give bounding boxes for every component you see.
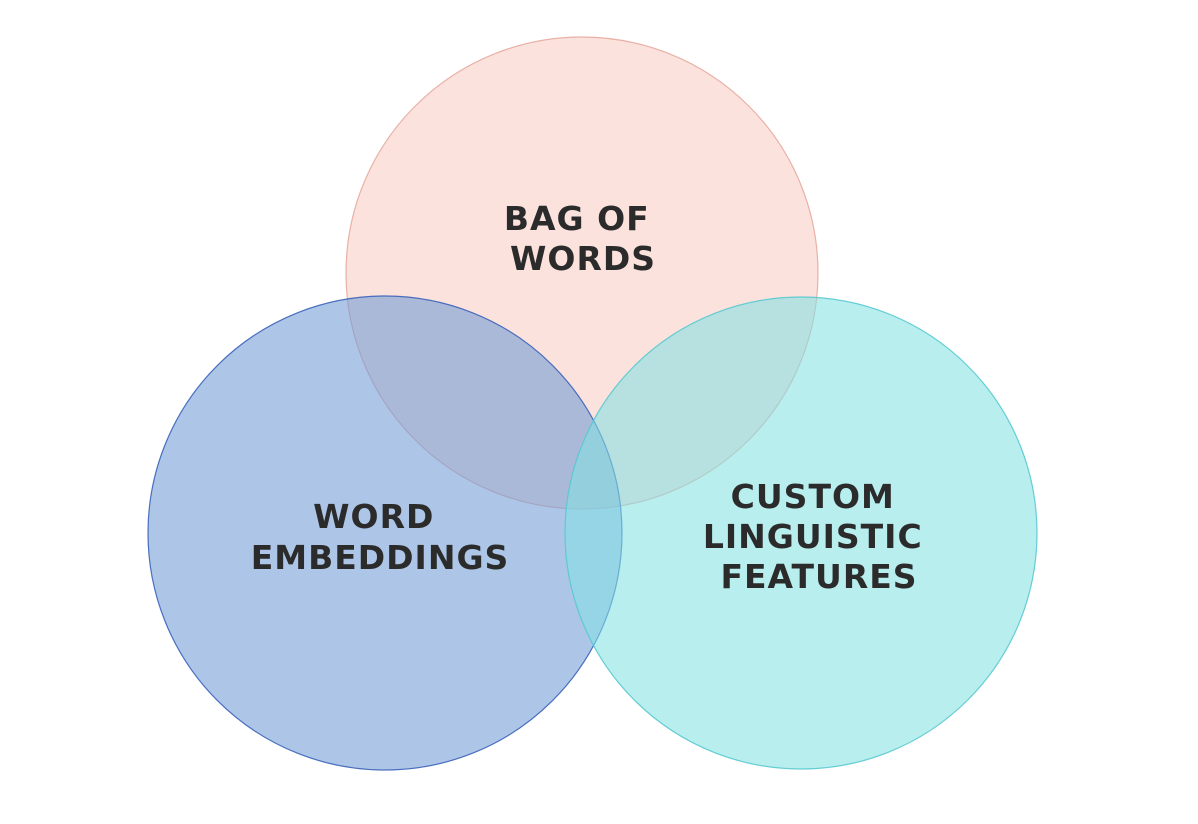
custom-linguistic-features-label-line-3: FEATURES xyxy=(720,557,917,596)
custom-linguistic-features-label-line-1: CUSTOM xyxy=(731,477,895,516)
bag-of-words-label-line-2: WORDS xyxy=(510,239,656,278)
word-embeddings-label-line-2: EMBEDDINGS xyxy=(251,538,510,577)
word-embeddings-label: WORD EMBEDDINGS xyxy=(251,497,510,577)
custom-linguistic-features-circle xyxy=(564,296,1038,770)
bag-of-words-label-line-1: BAG OF xyxy=(504,199,650,238)
venn-labels: BAG OF WORDS WORD EMBEDDINGS CUSTOM LING… xyxy=(251,199,935,596)
venn-circles xyxy=(147,36,1038,771)
word-embeddings-label-line-1: WORD xyxy=(313,497,434,536)
custom-linguistic-features-label: CUSTOM LINGUISTIC FEATURES xyxy=(703,477,935,596)
custom-linguistic-features-label-line-2: LINGUISTIC xyxy=(703,517,923,556)
bag-of-words-label: BAG OF WORDS xyxy=(504,199,662,278)
